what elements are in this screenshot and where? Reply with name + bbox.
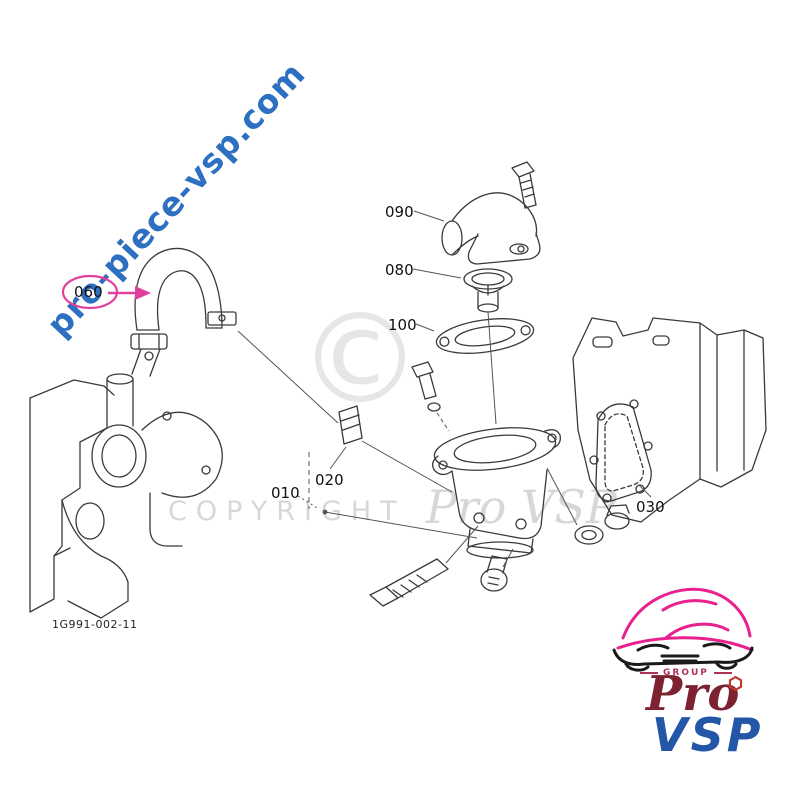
copyright-watermark-text: COPYRIGHT: [168, 495, 406, 527]
leader-lines: [237, 210, 652, 568]
copyright-symbol-watermark: ©: [298, 288, 422, 432]
part-label-030: 030: [636, 498, 665, 516]
car-sketch-icon: [612, 587, 754, 672]
part-label-060: 060: [74, 283, 103, 301]
stud-bolt-drawing: [411, 361, 441, 412]
figure-reference-code: 1G991-002-11: [52, 618, 138, 631]
copyright-watermark-brand: Pro VSP: [425, 480, 617, 534]
gasket-100-drawing: [435, 318, 535, 354]
logo-group-row: GROUP: [640, 668, 732, 678]
part-label-010: 010: [271, 484, 300, 502]
logo-group-label: GROUP: [663, 668, 709, 678]
housing-010-drawing: [431, 427, 561, 559]
provsp-logo: GROUP Pro VSP: [606, 576, 786, 786]
part-label-080: 080: [385, 261, 414, 279]
copyright-watermark: COPYRIGHT Pro VSP: [168, 480, 617, 538]
logo-pro-text: Pro: [646, 666, 740, 722]
part-label-020: 020: [315, 471, 344, 489]
washer-plug-drawing: [574, 504, 630, 545]
hexagon-icon: [728, 676, 743, 691]
part-label-100: 100: [388, 316, 417, 334]
logo-vsp-text: VSP: [652, 708, 764, 762]
water-pump-drawing: [29, 373, 223, 619]
fitting-020-drawing: [338, 405, 363, 445]
elbow-090-drawing: [441, 192, 541, 265]
long-bolt-drawing: [369, 558, 449, 607]
short-bolt-drawing: [480, 555, 508, 592]
side-cover-030-drawing: [572, 317, 767, 523]
hose-060-drawing: [130, 248, 237, 377]
logo-rule-left: [640, 672, 658, 674]
part-label-090: 090: [385, 203, 414, 221]
bolt-090-drawing: [511, 161, 537, 209]
logo-rule-right: [713, 672, 732, 674]
thermostat-080-drawing: [463, 268, 513, 313]
